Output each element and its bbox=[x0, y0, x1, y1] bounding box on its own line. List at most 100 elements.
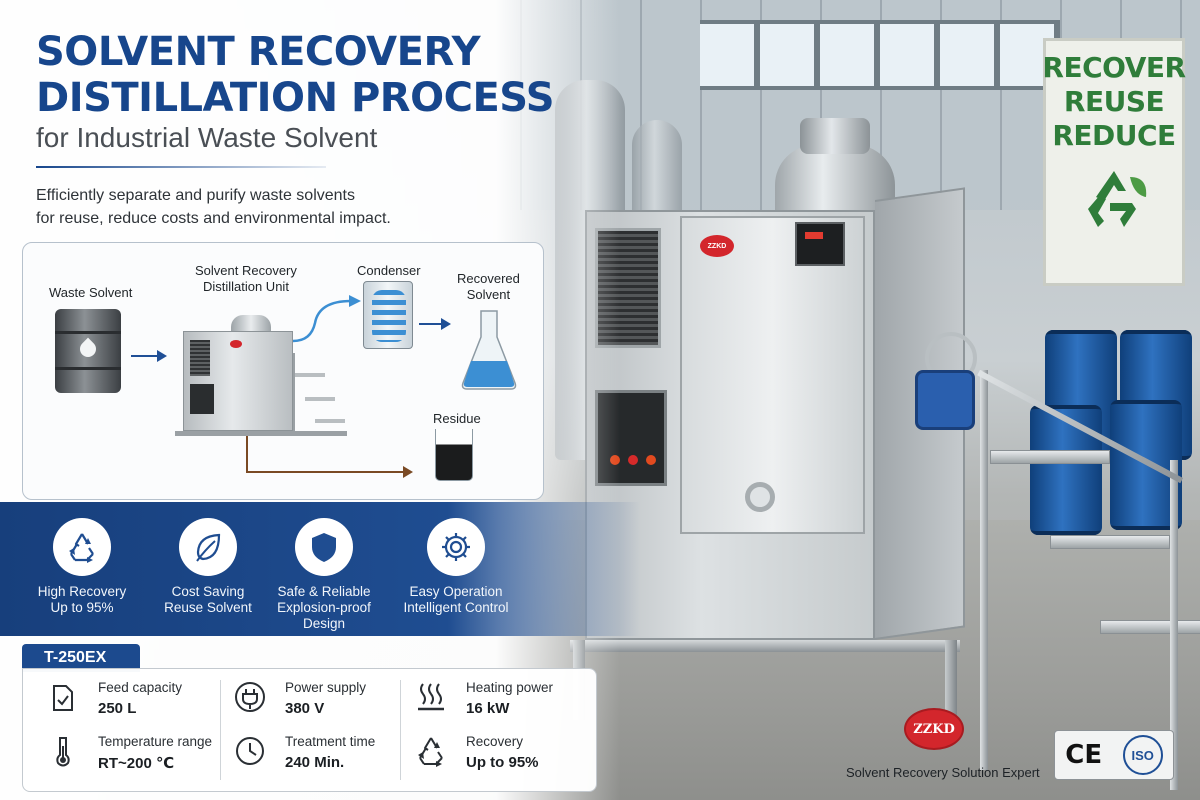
machine-front-door bbox=[680, 216, 865, 534]
residue-beaker bbox=[435, 429, 473, 481]
label-residue: Residue bbox=[433, 411, 481, 426]
feature-cost-saving: Cost Saving Reuse Solvent bbox=[144, 518, 272, 616]
mini-unit-grille bbox=[190, 340, 210, 376]
intro-line1: Efficiently separate and purify waste so… bbox=[36, 187, 355, 204]
drain-valve bbox=[745, 482, 775, 512]
waste-solvent-drum bbox=[55, 309, 121, 393]
recover-reuse-reduce-sign: RECOVER REUSE REDUCE bbox=[1042, 38, 1186, 286]
condenser-coil bbox=[372, 290, 406, 342]
residue-flow-arrow-head bbox=[403, 466, 413, 478]
feature-detail: Up to 95% bbox=[50, 600, 114, 615]
feature-detail: Explosion-proof bbox=[277, 600, 371, 615]
machine-display bbox=[795, 222, 845, 266]
feature-detail-line3: Design bbox=[302, 616, 346, 631]
main-title-line2: DISTILLATION PROCESS bbox=[36, 75, 555, 121]
feature-title: Easy Operation bbox=[409, 584, 503, 599]
feature-detail: Intelligent Control bbox=[403, 600, 509, 615]
spec-label: Power supply bbox=[285, 680, 367, 695]
intro-text: Efficiently separate and purify waste so… bbox=[36, 184, 476, 230]
droplet-icon bbox=[76, 337, 100, 361]
mini-unit-frame bbox=[175, 431, 347, 436]
feature-easy-operation: Easy Operation Intelligent Control bbox=[392, 518, 520, 616]
feature-icon-circle bbox=[179, 518, 237, 576]
spec-value: RT~200 ℃ bbox=[98, 755, 175, 772]
spec-value: 240 Min. bbox=[285, 754, 345, 771]
intro-line2: for reuse, reduce costs and environmenta… bbox=[36, 210, 391, 227]
spec-value: Up to 95% bbox=[466, 754, 539, 771]
factory-windows bbox=[700, 20, 1060, 90]
label-recovered-solvent: Recovered Solvent bbox=[457, 271, 520, 303]
access-stairs bbox=[977, 370, 1200, 800]
thermometer-icon bbox=[56, 737, 70, 767]
mini-unit-logo bbox=[230, 340, 242, 348]
feature-high-recovery: High Recovery Up to 95% bbox=[18, 518, 146, 616]
feature-title: Cost Saving bbox=[171, 584, 245, 599]
mini-stair-step bbox=[305, 397, 335, 401]
label-condenser: Condenser bbox=[357, 263, 421, 278]
spec-label: Temperature range bbox=[98, 734, 213, 749]
container-icon bbox=[53, 685, 73, 711]
label-unit-line2: Distillation Unit bbox=[202, 279, 289, 294]
label-recovered-line2: Solvent bbox=[466, 287, 511, 302]
machine-logo: ZZKD bbox=[700, 235, 734, 257]
machine-logo-text: ZZKD bbox=[707, 242, 727, 250]
sign-line-reduce: REDUCE bbox=[1052, 119, 1176, 152]
model-name-tab: T-250EX bbox=[22, 644, 140, 672]
stair-rail bbox=[980, 370, 988, 770]
blue-barrel bbox=[1030, 405, 1102, 535]
label-recovered-line1: Recovered bbox=[457, 271, 520, 286]
spec-label: Treatment time bbox=[285, 734, 376, 749]
flow-arrow-head bbox=[441, 318, 451, 330]
feature-detail: Reuse Solvent bbox=[164, 600, 252, 615]
iso-badge: ISO bbox=[1122, 735, 1163, 775]
condenser-vessel bbox=[363, 281, 413, 349]
mini-stair-step bbox=[315, 419, 345, 423]
process-flow-diagram: Waste Solvent Solvent Recovery Distillat… bbox=[22, 242, 544, 500]
zzkd-logo: ZZKD bbox=[904, 708, 964, 750]
recycle-icon bbox=[418, 737, 443, 767]
recycle-leaf-icon bbox=[1088, 171, 1147, 227]
feature-icon-circle bbox=[427, 518, 485, 576]
machine-base-frame bbox=[570, 640, 960, 652]
spec-value: 380 V bbox=[285, 700, 325, 717]
sign-line-recover: RECOVER bbox=[1042, 51, 1186, 84]
stair-step bbox=[1100, 620, 1200, 634]
feature-title: High Recovery bbox=[37, 584, 127, 599]
spec-label: Heating power bbox=[466, 680, 554, 695]
mini-unit-stairs bbox=[293, 353, 349, 433]
plug-icon bbox=[235, 682, 265, 712]
control-button bbox=[628, 455, 638, 465]
spec-divider bbox=[220, 680, 221, 780]
sign-line-reuse: REUSE bbox=[1063, 85, 1165, 118]
stair-step bbox=[990, 450, 1110, 464]
label-waste-solvent: Waste Solvent bbox=[49, 285, 133, 300]
spec-divider bbox=[400, 680, 401, 780]
heat-icon bbox=[418, 683, 444, 711]
control-button bbox=[646, 455, 656, 465]
spec-label: Feed capacity bbox=[98, 680, 183, 695]
flow-arrow bbox=[419, 323, 443, 325]
shield-icon bbox=[312, 533, 336, 562]
spec-value: 250 L bbox=[98, 700, 137, 717]
residue-flow-line bbox=[246, 471, 404, 473]
spec-value: 16 kW bbox=[466, 700, 510, 717]
leaf-icon bbox=[196, 533, 221, 562]
mini-unit-lid bbox=[231, 315, 271, 333]
blue-gearbox bbox=[915, 370, 975, 430]
spec-card bbox=[22, 668, 597, 792]
ce-mark: CE bbox=[1065, 740, 1103, 770]
flow-arrow-head bbox=[157, 350, 167, 362]
label-distillation-unit: Solvent Recovery Distillation Unit bbox=[195, 263, 297, 295]
subtitle: for Industrial Waste Solvent bbox=[36, 122, 378, 153]
machine-leg bbox=[945, 640, 957, 720]
logo-text: ZZKD bbox=[913, 721, 955, 737]
label-unit-line1: Solvent Recovery bbox=[195, 263, 297, 278]
feature-icon-circle bbox=[53, 518, 111, 576]
spec-label: Recovery bbox=[466, 734, 524, 749]
machine-lid-cap bbox=[800, 118, 870, 154]
iso-text: ISO bbox=[1131, 747, 1154, 763]
clock-icon bbox=[236, 737, 264, 765]
mini-distillation-unit bbox=[183, 331, 293, 431]
recovered-solvent-flask bbox=[461, 310, 517, 390]
brand-tagline: Solvent Recovery Solution Expert bbox=[846, 765, 1040, 780]
